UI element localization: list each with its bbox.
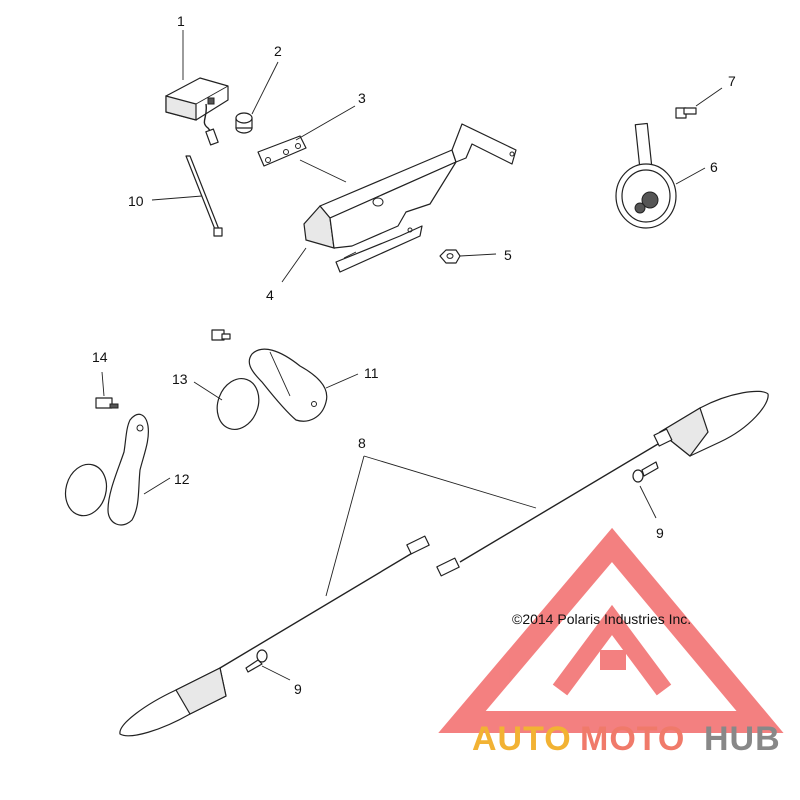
part-4-bracket (303, 123, 517, 273)
callout-4: 4 (266, 287, 274, 303)
part-5-nut (439, 249, 461, 264)
callout-1: 1 (177, 13, 185, 29)
part-12-reflector-bracket (64, 413, 149, 526)
automotohub-logo (438, 527, 784, 733)
callout-3: 3 (358, 90, 366, 106)
callout-12: 12 (174, 471, 190, 487)
part-13-reflector (216, 378, 260, 430)
part-8-turn-signal-right (436, 390, 769, 577)
callout-9-upper: 9 (656, 525, 664, 541)
watermark-auto: AUTO (472, 720, 572, 758)
callout-13: 13 (172, 371, 188, 387)
part-14-screw (95, 371, 119, 409)
part-8-turn-signal-left (119, 535, 430, 737)
part-7-bolt (675, 107, 697, 119)
callout-10: 10 (128, 193, 144, 209)
callout-2: 2 (274, 43, 282, 59)
automotohub-wordmark: AUTO MOTO HUB (472, 720, 781, 758)
callout-11: 11 (364, 365, 379, 381)
callout-6: 6 (710, 159, 718, 175)
part-2-spacer (235, 112, 253, 134)
callout-5: 5 (504, 247, 512, 263)
watermark-moto: MOTO (580, 720, 685, 758)
callout-9-lower: 9 (294, 681, 302, 697)
part-3-plate (257, 135, 307, 167)
copyright-text: ©2014 Polaris Industries Inc. (512, 611, 691, 627)
part-9-screw-lower (245, 649, 268, 673)
part-6-horn (615, 122, 677, 229)
watermark-hub: HUB (704, 720, 781, 758)
part-9-screw-upper (632, 461, 659, 483)
screw-icon (211, 329, 231, 341)
part-10-tie-strap (185, 155, 223, 237)
part-11-reflector-bracket (248, 348, 328, 422)
part-1-license-light (165, 77, 229, 146)
callout-8: 8 (358, 435, 366, 451)
callout-7: 7 (728, 73, 736, 89)
callout-14: 14 (92, 349, 108, 365)
